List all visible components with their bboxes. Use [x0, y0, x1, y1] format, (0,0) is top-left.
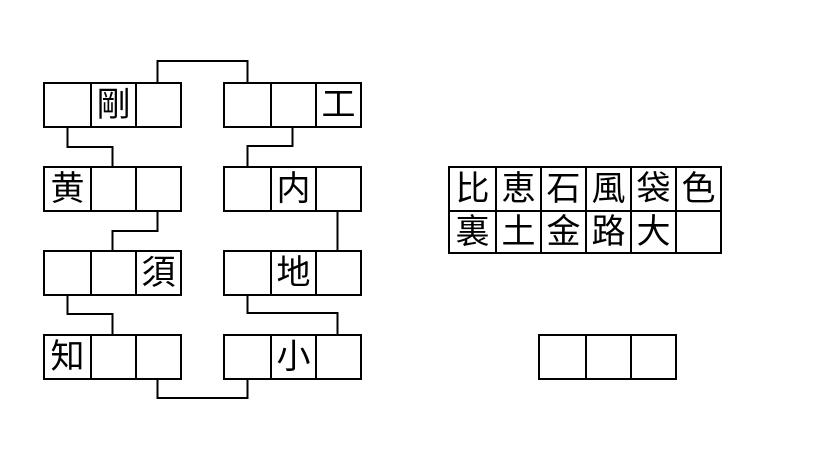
- word-box-left-1-given-kanji-cell: 剛: [90, 84, 135, 126]
- bank-kanji-tile[interactable]: 裏: [450, 210, 495, 252]
- bank-kanji-tile[interactable]: 路: [585, 210, 630, 252]
- word-box-right-2-empty-cell[interactable]: [315, 168, 360, 210]
- connector-line: [66, 294, 114, 336]
- word-box-right-1-empty-cell[interactable]: [270, 84, 315, 126]
- word-box-right-2-empty-cell[interactable]: [225, 168, 270, 210]
- answer-box: [538, 334, 677, 380]
- connector-line: [156, 60, 249, 84]
- word-box-right-3-empty-cell[interactable]: [225, 252, 270, 294]
- kanji-bank: 比恵石風袋色裏土金路大: [448, 166, 722, 254]
- connector-line: [111, 210, 159, 252]
- word-box-right-1: 工: [223, 82, 362, 128]
- connector-line: [246, 294, 339, 336]
- word-box-left-4-empty-cell[interactable]: [90, 336, 135, 378]
- bank-kanji-tile[interactable]: 石: [540, 168, 585, 210]
- bank-empty-cell: [675, 210, 720, 252]
- word-box-left-3-given-kanji-cell: 須: [135, 252, 180, 294]
- word-box-left-2-empty-cell[interactable]: [90, 168, 135, 210]
- word-box-left-1-empty-cell[interactable]: [45, 84, 90, 126]
- word-box-right-3-empty-cell[interactable]: [315, 252, 360, 294]
- word-box-left-4: 知: [43, 334, 182, 380]
- word-box-right-2: 内: [223, 166, 362, 212]
- word-box-left-2-empty-cell[interactable]: [135, 168, 180, 210]
- word-box-left-2: 黄: [43, 166, 182, 212]
- word-box-right-4-given-kanji-cell: 小: [270, 336, 315, 378]
- connector-line: [66, 126, 114, 168]
- connector-line: [156, 378, 249, 399]
- word-box-right-4-empty-cell[interactable]: [225, 336, 270, 378]
- word-box-left-1: 剛: [43, 82, 182, 128]
- word-box-left-4-empty-cell[interactable]: [135, 336, 180, 378]
- answer-box-empty-cell[interactable]: [540, 336, 585, 378]
- bank-kanji-tile[interactable]: 比: [455, 169, 490, 209]
- bank-kanji-tile[interactable]: 土: [495, 210, 540, 252]
- bank-kanji-tile[interactable]: 金: [540, 210, 585, 252]
- bank-kanji-tile[interactable]: 風: [585, 168, 630, 210]
- answer-box-empty-cell[interactable]: [630, 336, 675, 378]
- answer-box-empty-cell[interactable]: [585, 336, 630, 378]
- word-box-right-1-empty-cell[interactable]: [225, 84, 270, 126]
- word-box-right-4: 小: [223, 334, 362, 380]
- word-box-left-4-given-kanji-cell: 知: [50, 337, 85, 377]
- bank-kanji-tile[interactable]: 色: [675, 168, 720, 210]
- word-box-right-1-given-kanji-cell: 工: [315, 84, 360, 126]
- word-box-left-3-empty-cell[interactable]: [45, 252, 90, 294]
- connector-line: [246, 126, 294, 168]
- word-box-left-3: 須: [43, 250, 182, 296]
- word-box-left-1-empty-cell[interactable]: [135, 84, 180, 126]
- word-box-left-3-empty-cell[interactable]: [90, 252, 135, 294]
- word-box-right-2-given-kanji-cell: 内: [270, 168, 315, 210]
- word-box-right-4-empty-cell[interactable]: [315, 336, 360, 378]
- bank-kanji-tile[interactable]: 大: [630, 210, 675, 252]
- bank-kanji-tile[interactable]: 恵: [495, 168, 540, 210]
- word-box-right-3-given-kanji-cell: 地: [270, 252, 315, 294]
- bank-kanji-tile[interactable]: 袋: [630, 168, 675, 210]
- word-box-right-3: 地: [223, 250, 362, 296]
- word-box-left-2-given-kanji-cell: 黄: [50, 169, 85, 209]
